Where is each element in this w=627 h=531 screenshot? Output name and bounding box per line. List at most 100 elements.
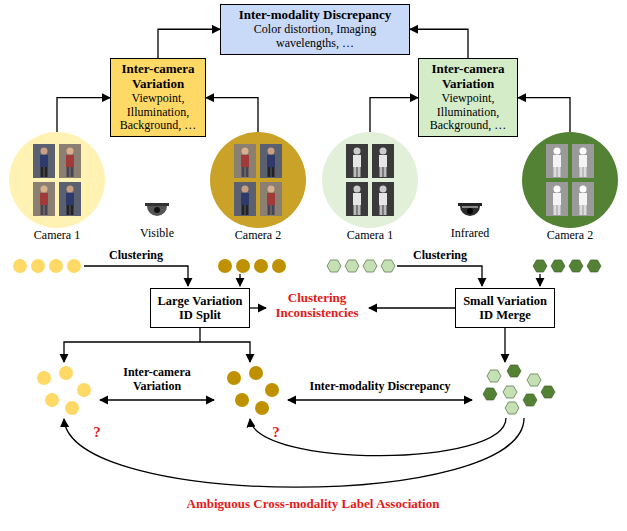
sample-dot <box>227 371 241 385</box>
circle-fill <box>210 132 306 228</box>
person-thumbnail <box>546 144 568 178</box>
variation-box: Inter-camera VariationViewpoint, Illumin… <box>110 58 206 137</box>
person-thumbnail <box>234 144 256 178</box>
sample-hexagon <box>363 260 377 272</box>
sample-hexagon <box>345 260 359 272</box>
person-thumbnail <box>33 182 55 216</box>
sample-dot <box>65 401 79 415</box>
connector-arrow <box>206 98 258 132</box>
box-text: Small Variation ID Merge <box>460 294 550 323</box>
sample-dot <box>37 371 51 385</box>
connector-arrow <box>158 29 220 58</box>
sample-hexagon <box>523 394 537 406</box>
relation-label: Inter-modality Discrepancy <box>290 380 470 394</box>
sample-dot <box>45 393 59 407</box>
variation-box: Inter-camera VariationViewpoint, Illumin… <box>418 58 518 137</box>
sample-dot <box>59 366 73 380</box>
problem-label: Ambiguous Cross-modality Label Associati… <box>103 497 523 512</box>
person-thumbnail <box>234 182 256 216</box>
camera-label: Camera 1 <box>322 229 418 243</box>
person-thumbnail <box>260 182 282 216</box>
circle-shape <box>522 132 618 228</box>
camera-circle: Camera 1 <box>322 132 418 243</box>
person-thumbnail <box>59 182 81 216</box>
merge-arrow <box>504 328 505 362</box>
relation-label: Inter-camera Variation <box>109 366 205 394</box>
sample-dot <box>49 259 63 273</box>
sample-hexagon <box>503 386 517 398</box>
camera-circle: Camera 1 <box>9 132 105 243</box>
sample-hexagon <box>483 388 497 400</box>
sample-dot <box>31 259 45 273</box>
sample-hexagon <box>327 260 341 272</box>
camera-dome <box>460 206 480 216</box>
discrepancy-box: Inter-modality DiscrepancyColor distorti… <box>220 4 410 55</box>
box-text: Viewpoint, Illumination, Background, … <box>115 92 201 133</box>
split-arrow <box>200 342 250 362</box>
visible-camera-icon <box>145 203 169 216</box>
camera-ring <box>462 206 478 208</box>
clustering-arrow <box>539 274 540 286</box>
person-thumbnail <box>372 182 394 216</box>
circle-fill <box>9 132 105 228</box>
double-arrow <box>288 399 472 400</box>
inconsistency-arrow <box>250 307 266 308</box>
sample-dot <box>77 383 91 397</box>
sample-dot <box>13 259 27 273</box>
circle-shape <box>322 132 418 228</box>
sample-hexagon <box>541 386 555 398</box>
sample-hexagon <box>505 402 519 414</box>
question-mark: ? <box>269 424 283 441</box>
person-thumbnail <box>572 144 594 178</box>
sample-dot <box>249 366 263 380</box>
box-text: Viewpoint, Illumination, Background, … <box>423 92 513 133</box>
sample-dot <box>67 259 81 273</box>
connector-arrow <box>370 98 418 132</box>
sample-dot <box>272 259 286 273</box>
connector-arrow <box>410 29 468 58</box>
sample-dot <box>236 259 250 273</box>
sample-hexagon <box>507 365 521 377</box>
sample-dot <box>235 393 249 407</box>
camera-circle: Camera 2 <box>210 132 306 243</box>
sample-hexagon <box>527 374 541 386</box>
visible-cluster-split-b <box>227 366 279 415</box>
box-text: Color distortion, Imaging wavelengths, … <box>225 23 405 51</box>
person-thumbnail <box>260 144 282 178</box>
camera-dome <box>147 206 167 216</box>
camera-mount <box>145 203 169 206</box>
person-thumbnail <box>346 144 368 178</box>
sample-hexagon <box>381 260 395 272</box>
modality-label: Infrared <box>440 227 500 241</box>
split-arrow <box>64 342 200 362</box>
sample-dot <box>218 259 232 273</box>
connector-arrow <box>518 98 570 132</box>
connector-arrow <box>57 98 110 132</box>
clustering-arrow <box>239 274 240 286</box>
modality-label: Visible <box>127 227 187 241</box>
visible-cluster-split-a <box>37 366 91 415</box>
clustering-box: Small Variation ID Merge <box>455 288 555 328</box>
circle-shape <box>210 132 306 228</box>
camera-label: Camera 2 <box>210 229 306 243</box>
camera-label: Camera 2 <box>522 229 618 243</box>
sample-hexagon <box>533 260 547 272</box>
box-heading: Inter-camera Variation <box>423 62 513 92</box>
visible-cam2-samples <box>218 259 286 273</box>
association-curve <box>250 418 506 456</box>
clustering-box: Large Variation ID Split <box>150 288 250 328</box>
person-thumbnail <box>372 144 394 178</box>
visible-cam1-samples <box>13 259 81 273</box>
double-arrow <box>100 399 214 400</box>
camera-circle: Camera 2 <box>522 132 618 243</box>
camera-label: Camera 1 <box>9 229 105 243</box>
infrared-cluster-merged <box>483 365 555 414</box>
circle-fill <box>322 132 418 228</box>
sample-dot <box>265 383 279 397</box>
box-heading: Inter-modality Discrepancy <box>225 8 405 23</box>
person-thumbnail <box>59 144 81 178</box>
infrared-cam1-samples <box>327 260 395 272</box>
